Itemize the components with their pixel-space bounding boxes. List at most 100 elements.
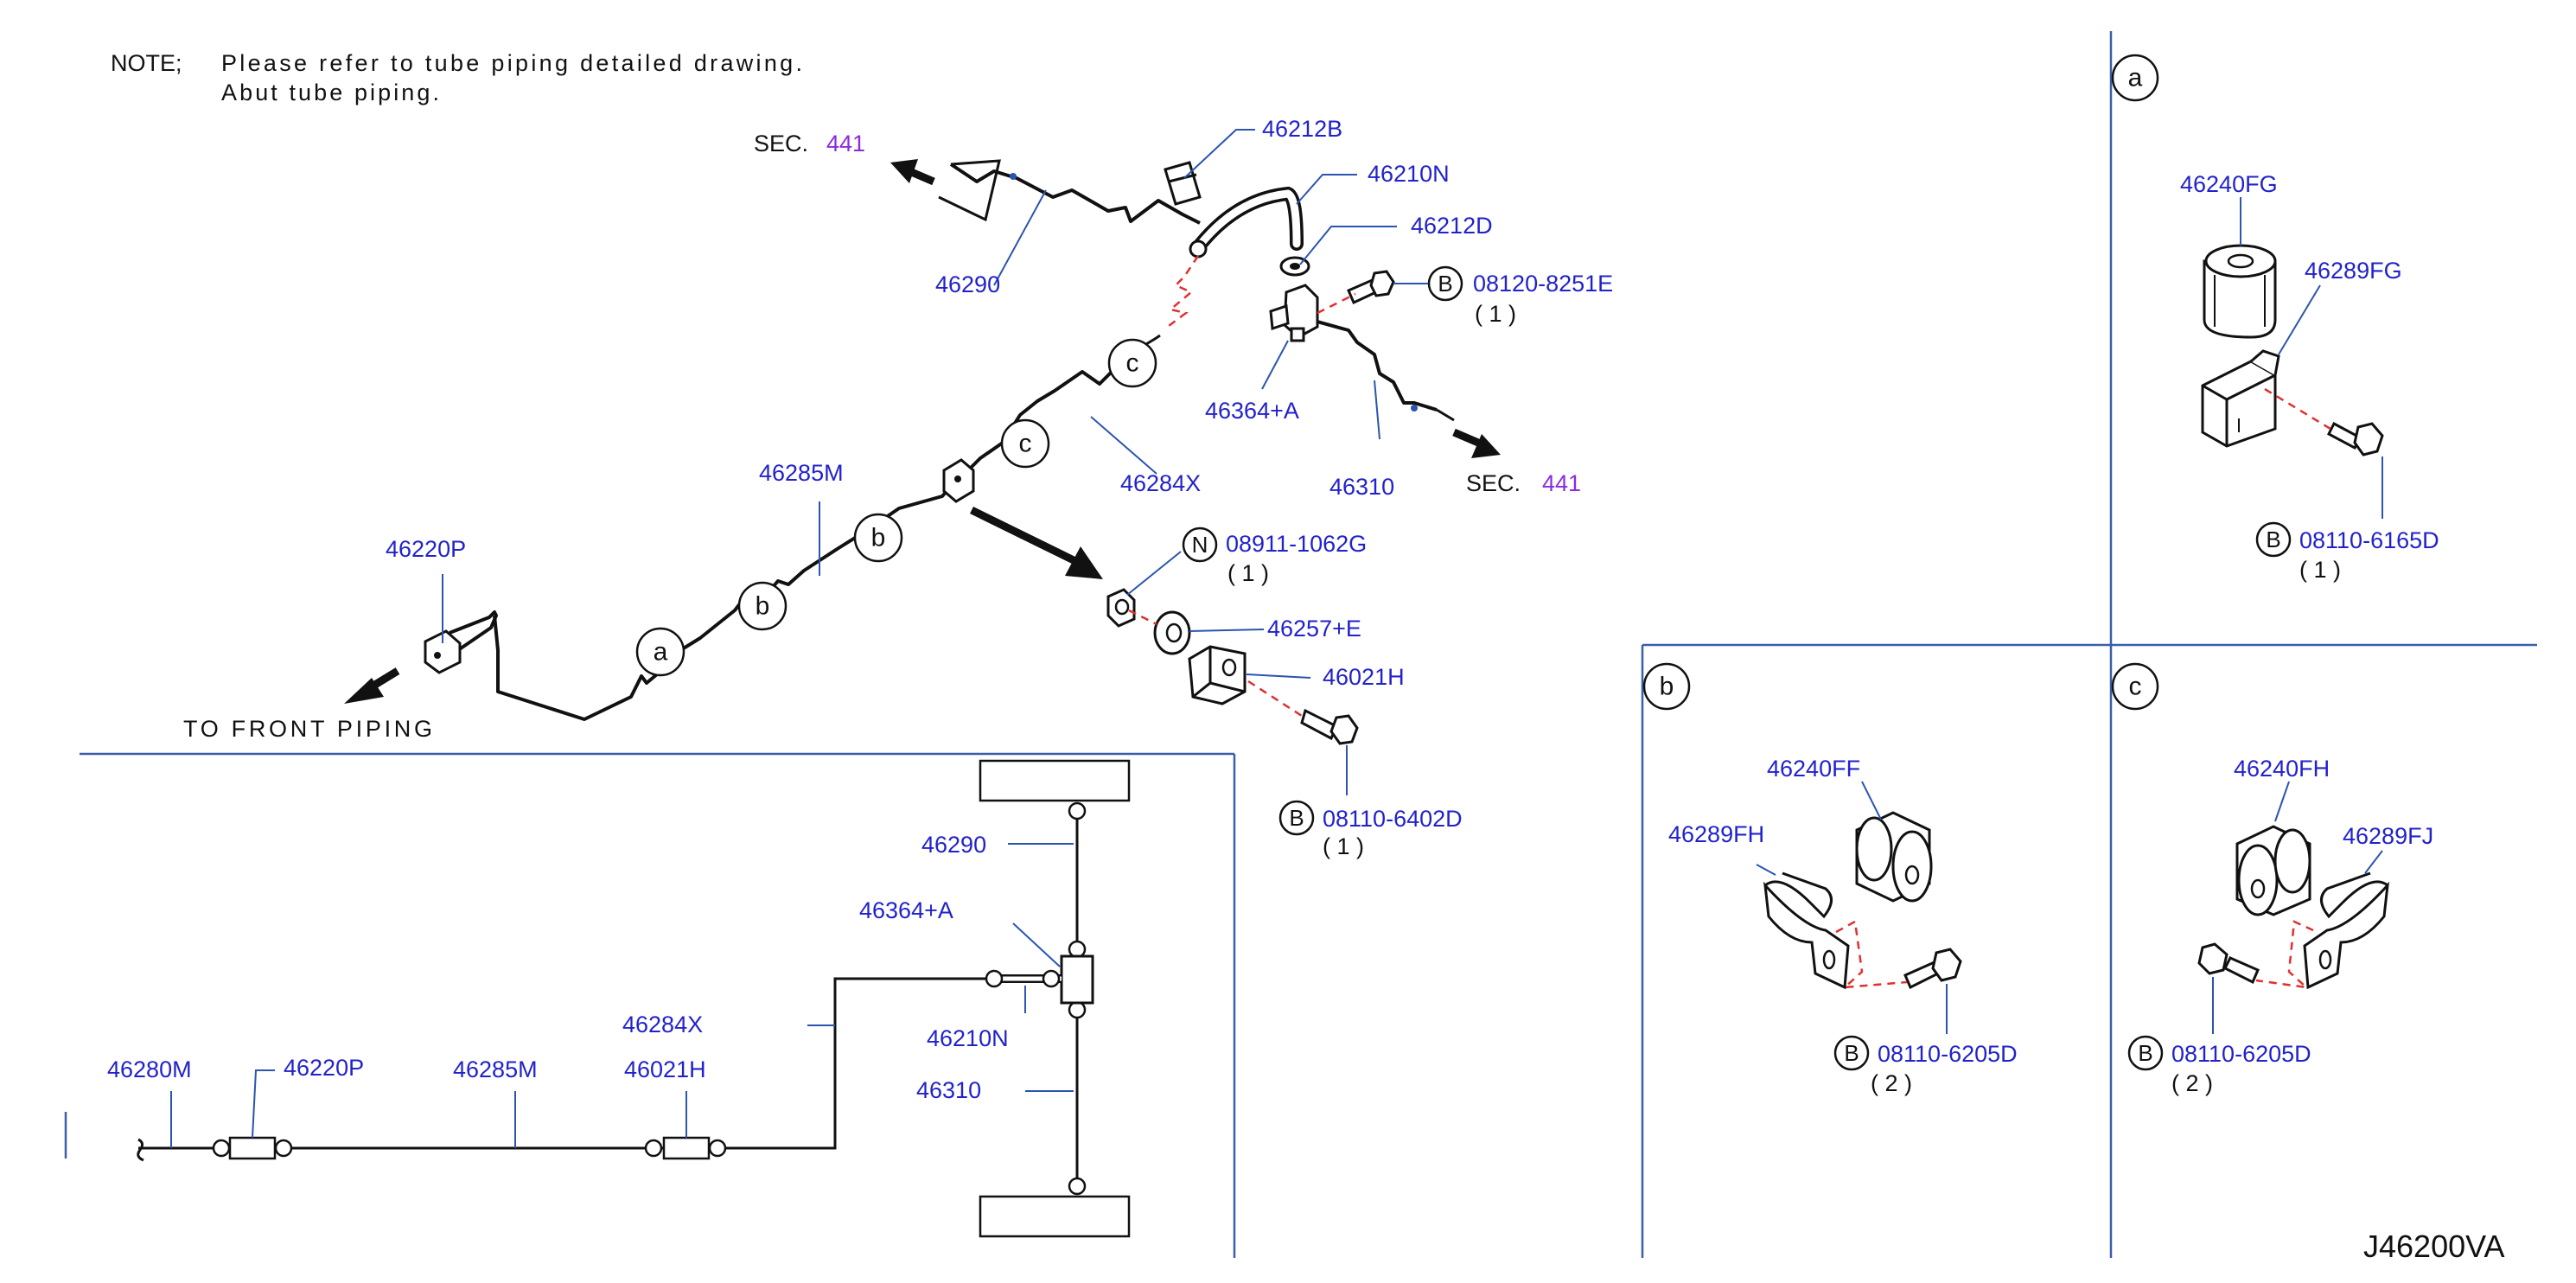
- nut-08911-1062G[interactable]: [1106, 588, 1136, 628]
- marker-c-1-label: c: [1019, 430, 1032, 458]
- detail-b-label-46240FF[interactable]: 46240FF: [1767, 756, 1860, 782]
- detail-b-marker: [1642, 662, 1691, 711]
- sch-label-46285M[interactable]: 46285M: [453, 1056, 538, 1082]
- note-line-1: Please refer to tube piping detailed dra…: [221, 50, 802, 76]
- sch-label-46280M[interactable]: 46280M: [107, 1056, 192, 1082]
- marker-N-08911-label: N: [1192, 532, 1208, 558]
- marker-c-1[interactable]: [1000, 418, 1050, 469]
- detail-c-label-46289FJ[interactable]: 46289FJ: [2343, 823, 2433, 849]
- marker-c-2[interactable]: [1107, 338, 1157, 388]
- arrow-sec-441-upper: [890, 159, 935, 186]
- rear-brake-pipe: [441, 159, 1455, 721]
- label-08911-1062G[interactable]: 08911-1062G: [1226, 531, 1367, 557]
- detail-c-qty: ( 2 ): [2171, 1070, 2213, 1096]
- marker-b-1-label: b: [756, 592, 770, 621]
- bolt-08120-8251E[interactable]: [1347, 270, 1395, 305]
- clip-46289FH[interactable]: [1763, 871, 1850, 990]
- clip-46289FG[interactable]: [2201, 349, 2280, 448]
- sch-label-46210N[interactable]: 46210N: [927, 1025, 1009, 1051]
- arrow-to-front-piping: [344, 667, 400, 704]
- marker-B-08110-6402D-label: B: [1289, 805, 1304, 831]
- main-leader-lines: [442, 129, 1397, 643]
- detail-a-marker: [2111, 54, 2159, 102]
- sch-label-46364A[interactable]: 46364+A: [859, 897, 953, 923]
- sch-label-46220P[interactable]: 46220P: [284, 1055, 364, 1081]
- brake-hose-46210N[interactable]: [1189, 186, 1304, 259]
- label-08120-8251E[interactable]: 08120-8251E: [1473, 271, 1613, 297]
- clip-46289FJ[interactable]: [2303, 871, 2389, 990]
- qty-08911: ( 1 ): [1227, 560, 1269, 586]
- label-46364A[interactable]: 46364+A: [1205, 398, 1299, 424]
- label-46212B[interactable]: 46212B: [1262, 116, 1342, 142]
- qty-08120: ( 1 ): [1475, 301, 1516, 327]
- bolt-08110-6165D[interactable]: [2327, 421, 2384, 456]
- detail-a-label-bolt[interactable]: 08110-6165D: [2299, 527, 2439, 553]
- arrow-detail-callout: [970, 506, 1103, 579]
- label-46212D[interactable]: 46212D: [1411, 213, 1493, 239]
- bushing-46240FF[interactable]: [1855, 811, 1933, 903]
- qty-08110-6402D: ( 1 ): [1323, 833, 1364, 859]
- arrow-sec-441-lower: [1452, 428, 1501, 458]
- sec-prefix-upper: SEC.: [754, 131, 808, 156]
- sec-441-upper-link[interactable]: 441: [826, 131, 865, 156]
- detail-b-marker-label: b: [1660, 673, 1674, 701]
- detail-b-label-bolt[interactable]: 08110-6205D: [1878, 1041, 2018, 1067]
- marker-B-08120-label: B: [1438, 271, 1452, 297]
- grommet-46257E[interactable]: [1153, 610, 1191, 655]
- label-46220P[interactable]: 46220P: [386, 536, 466, 562]
- clamp-46021H[interactable]: [1188, 645, 1247, 705]
- bolt-08110-6205D-c[interactable]: [2197, 942, 2260, 985]
- sch-label-46284X[interactable]: 46284X: [622, 1012, 703, 1037]
- sec-441-lower-link[interactable]: 441: [1542, 470, 1581, 496]
- detail-b-qty: ( 2 ): [1871, 1070, 1912, 1096]
- label-46310[interactable]: 46310: [1329, 474, 1394, 500]
- detail-c-label-bolt[interactable]: 08110-6205D: [2171, 1041, 2311, 1067]
- marker-N-08911: [1182, 527, 1218, 563]
- bushing-46240FG[interactable]: [2203, 244, 2277, 339]
- marker-b-1[interactable]: [737, 581, 787, 631]
- label-46284X[interactable]: 46284X: [1120, 470, 1201, 496]
- marker-a-1[interactable]: [635, 627, 685, 677]
- sch-label-46310[interactable]: 46310: [916, 1077, 981, 1103]
- detail-c-marker-B: [2127, 1035, 2164, 1071]
- sec-prefix-lower: SEC.: [1466, 470, 1521, 496]
- label-46210N[interactable]: 46210N: [1368, 161, 1450, 187]
- detail-a-qty: ( 1 ): [2299, 557, 2341, 583]
- marker-b-2[interactable]: [853, 513, 903, 563]
- detail-a-label-46240FG[interactable]: 46240FG: [2180, 171, 2278, 197]
- connector-46364A[interactable]: [1269, 284, 1319, 342]
- label-46290[interactable]: 46290: [935, 271, 1000, 297]
- sch-label-46021H[interactable]: 46021H: [624, 1056, 706, 1082]
- label-46285M[interactable]: 46285M: [759, 460, 844, 486]
- clip-46212B[interactable]: [1164, 161, 1202, 206]
- block-46285M-clip[interactable]: [942, 458, 975, 503]
- detail-a-marker-B-label: B: [2266, 527, 2280, 552]
- bolt-08110-6402D[interactable]: [1300, 708, 1359, 745]
- marker-b-2-label: b: [871, 524, 886, 552]
- bushing-46240FH[interactable]: [2235, 825, 2311, 916]
- label-46257E[interactable]: 46257+E: [1267, 616, 1361, 642]
- detail-c-marker: [2111, 662, 2159, 711]
- detail-b-marker-B: [1833, 1035, 1870, 1071]
- detail-a-marker-B: [2255, 521, 2292, 558]
- detail-c-marker-B-label: B: [2138, 1040, 2152, 1066]
- sch-label-46290[interactable]: 46290: [921, 832, 986, 858]
- figure-id: J46200VA: [2363, 1229, 2504, 1264]
- label-08110-6402D[interactable]: 08110-6402D: [1323, 806, 1463, 832]
- label-46021H[interactable]: 46021H: [1323, 664, 1405, 690]
- note-line-2: Abut tube piping.: [221, 80, 439, 105]
- detail-c-marker-label: c: [2129, 673, 2142, 701]
- marker-B-08120: [1427, 265, 1463, 302]
- detail-a-label-46289FG[interactable]: 46289FG: [2305, 258, 2402, 284]
- marker-c-2-label: c: [1126, 349, 1139, 378]
- panel-dividers: [64, 31, 2537, 1258]
- detail-b-marker-B-label: B: [1844, 1040, 1859, 1066]
- schematic-layout: [137, 759, 1131, 1238]
- note-prefix: NOTE;: [111, 50, 182, 76]
- detail-c-label-46240FH[interactable]: 46240FH: [2234, 756, 2330, 782]
- bolt-08110-6205D-b[interactable]: [1903, 948, 1962, 990]
- marker-B-08110-6402D: [1278, 800, 1315, 836]
- bracket-46220P[interactable]: [424, 629, 462, 674]
- detail-b-label-46289FH[interactable]: 46289FH: [1668, 821, 1764, 847]
